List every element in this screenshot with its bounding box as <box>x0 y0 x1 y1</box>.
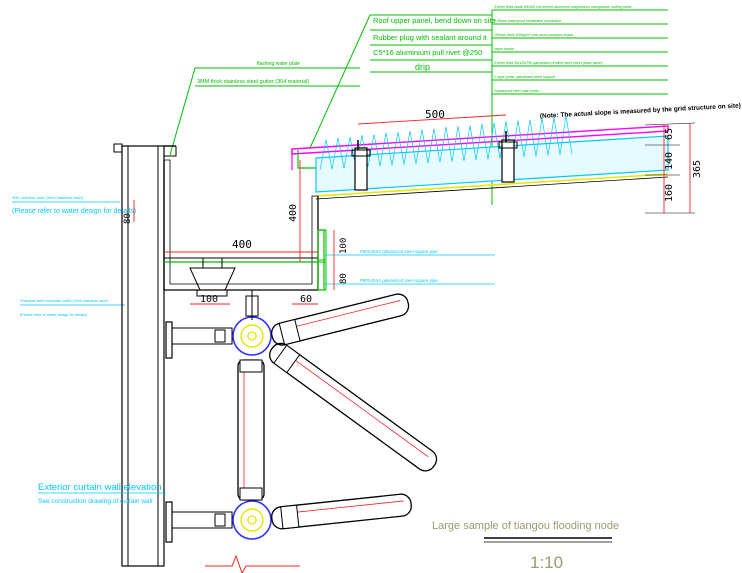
layer-note-3: 100mm thick 100kg/m³ rock wool insulatio… <box>494 33 573 37</box>
layer-note-2: 0.45mm waterproof breathable membrane <box>494 19 561 23</box>
elevation-sub: See construction drawing of curtain wall <box>38 498 153 505</box>
gutter-note: 3MM thick stainless steel gutter (304 ma… <box>197 79 309 85</box>
dim-60: 60 <box>300 294 312 305</box>
dim-400-vertical: 400 <box>288 204 299 222</box>
break-line <box>205 554 300 573</box>
dim-140: 140 <box>664 152 675 170</box>
drawing-scale: 1:10 <box>530 553 563 572</box>
tube-note-upper: P80X40X4 galvanized steel square pipe <box>360 249 438 254</box>
roof-assembly <box>291 115 696 214</box>
plug-note: Rubber plug with sealant around it <box>373 33 488 42</box>
dim-365: 365 <box>692 160 703 178</box>
steel-connection-nodes <box>165 290 438 543</box>
layer-note-7: Galvanized steel main purlin <box>494 89 539 93</box>
flashing-note: flashing water plate <box>257 61 300 67</box>
outlet-note-1: Stainless steel rainwater outlet (2mm st… <box>20 299 109 303</box>
dim-100-horizontal: 100 <box>200 294 218 305</box>
dim-65: 65 <box>664 128 675 140</box>
overflow-note-1: Φ80 overflow hole (2mm stainless steel) <box>12 195 84 200</box>
layer-note-4: vapor barrier <box>494 47 515 51</box>
dim-80-top: 80 <box>123 213 133 224</box>
panel-note: Roof upper panel, bend down on site <box>373 16 496 25</box>
layer-note-5: 0.6mm thick 35/125/750 galvanized profil… <box>494 61 603 65</box>
dim-500: 500 <box>425 108 445 121</box>
dim-100-vertical: 100 <box>339 238 349 254</box>
title-block: Large sample of tiangou flooding node 1:… <box>432 520 619 572</box>
overflow-note-2: (Please refer to water design for detail… <box>12 208 136 215</box>
dim-400-horizontal: 400 <box>232 238 252 251</box>
dim-160: 160 <box>664 184 675 202</box>
gutter-assembly <box>113 143 327 567</box>
dim-80-vertical: 80 <box>339 273 349 284</box>
drawing-title: Large sample of tiangou flooding node <box>432 520 619 532</box>
roof-annotation-leaders <box>169 9 668 205</box>
outlet-note-2: (Please refer to water design for detail… <box>20 313 88 317</box>
elevation-title: Exterior curtain wall elevation <box>38 482 162 493</box>
rivet-note: C5*16 aluminium pull rivet @250 <box>373 48 482 57</box>
slope-note: (Note: The actual slope is measured by t… <box>540 102 741 120</box>
drip-label: drip <box>415 62 430 72</box>
layer-note-1: 0.6mm thick blade 65/400 roll-formed alu… <box>494 5 632 9</box>
tube-note-lower: P80X40X4 galvanized steel square pipe <box>360 278 438 283</box>
dimension-lines <box>133 114 691 305</box>
layer-note-6: C-type purlin, galvanized steel support <box>494 75 555 79</box>
